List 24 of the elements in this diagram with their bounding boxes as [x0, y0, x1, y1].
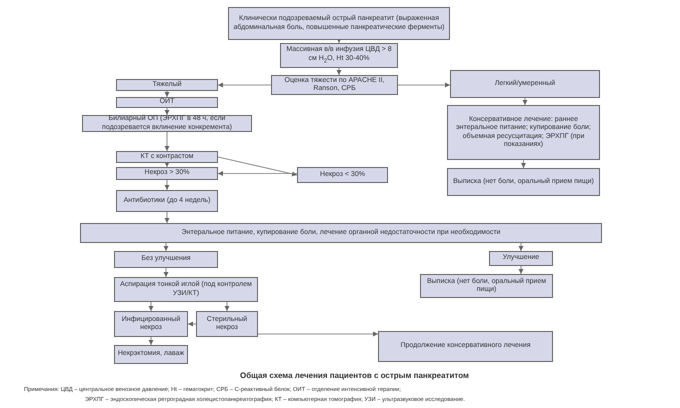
arrow: [218, 156, 298, 176]
arrow: [258, 332, 378, 336]
arrow: [218, 82, 272, 88]
arrow: [164, 212, 170, 224]
arrow: [164, 180, 170, 190]
arrow: [164, 162, 170, 168]
arrow: [148, 302, 154, 312]
arrow: [518, 266, 524, 274]
arrow: [164, 108, 170, 116]
arrow: [164, 90, 170, 98]
arrow: [148, 336, 154, 346]
arrow: [164, 242, 168, 252]
arrow: [218, 171, 298, 176]
arrow: [336, 38, 342, 44]
caption: Общая схема лечения пациентов с острым панкреатитом: [240, 371, 469, 380]
arrow: [164, 132, 170, 152]
arrow: [336, 68, 342, 76]
arrow: [518, 242, 524, 252]
arrow: [521, 160, 526, 168]
arrow: [224, 302, 230, 312]
arrow: [522, 98, 528, 106]
arrow: [188, 322, 196, 326]
arrow: [164, 268, 168, 278]
arrow: [398, 82, 450, 88]
